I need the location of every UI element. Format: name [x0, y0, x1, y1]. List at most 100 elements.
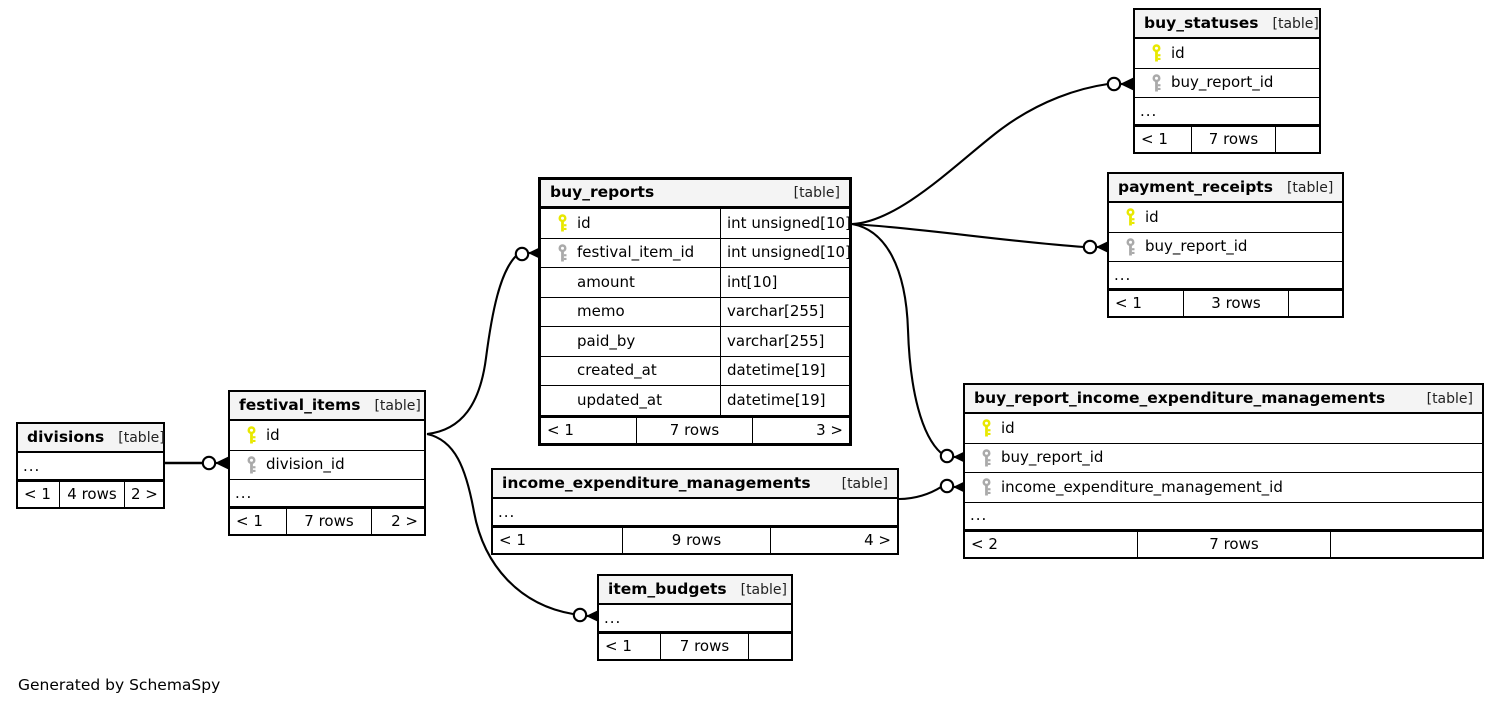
column-row-id[interactable]: id [1135, 39, 1319, 69]
column-type-cell: varchar[255] [727, 331, 825, 350]
footer-prev-link[interactable]: < 1 [230, 509, 287, 534]
table-type-tag: [table] [1426, 390, 1473, 407]
footer-prev-link[interactable]: < 1 [599, 634, 661, 659]
footer-next-link[interactable]: 2 > [391, 512, 418, 530]
more-columns-ellipsis[interactable]: ... [599, 605, 791, 632]
column-name-cell: buy_report_id [1109, 233, 1342, 262]
column-name-cell: memo [541, 297, 721, 326]
table-type-tag: [table] [118, 429, 165, 446]
footer-next-link[interactable]: 3 > [816, 420, 843, 439]
column-name-cell: id [230, 421, 424, 450]
footer-prev-link[interactable]: < 2 [965, 531, 1138, 557]
footer-prev-link[interactable]: < 1 [1135, 127, 1192, 152]
column-name-cell: buy_report_id [1135, 69, 1319, 98]
more-columns-ellipsis[interactable]: ... [1109, 262, 1342, 289]
generated-by-credit: Generated by SchemaSpy [18, 676, 221, 694]
column-name-cell: buy_report_id [965, 444, 1482, 473]
column-row-buy_report_id[interactable]: buy_report_id [965, 444, 1482, 473]
column-row-paid_by[interactable]: paid_by varchar[255] [541, 327, 849, 357]
more-columns-ellipsis[interactable]: ... [965, 503, 1482, 530]
edge-buy-reports-buy-statuses [851, 72, 1144, 226]
footer-prev-link[interactable]: < 1 [1109, 291, 1184, 316]
column-name: id [1001, 418, 1015, 437]
table-header-item_budgets: item_budgets[table] [599, 576, 791, 605]
footer-next-link[interactable] [749, 634, 791, 659]
column-type-cell: int unsigned[10] [727, 243, 851, 262]
footer-row-count: 7 rows [661, 634, 749, 659]
column-name-cell: festival_item_id [541, 238, 721, 267]
column-type-cell: datetime[19] [727, 390, 826, 409]
column-row-income_expenditure_management_id[interactable]: income_expenditure_management_id [965, 473, 1482, 503]
table-type-tag: [table] [1286, 179, 1334, 196]
column-name-cell: id [1109, 203, 1342, 232]
primary-key-icon [1115, 208, 1145, 226]
column-name-cell: updated_at [541, 386, 721, 415]
column-row-division_id[interactable]: division_id [230, 451, 424, 480]
column-type-cell: int[10] [727, 272, 778, 291]
foreign-key-icon [971, 448, 1001, 467]
column-name: amount [577, 272, 635, 291]
more-columns-ellipsis[interactable]: ... [493, 499, 897, 526]
table-title: buy_statuses [1144, 13, 1259, 32]
column-name: buy_report_id [1001, 448, 1104, 467]
column-name-cell: paid_by [541, 327, 721, 356]
table-node-income_expenditure_managements[interactable]: income_expenditure_managements[table]...… [491, 468, 899, 555]
foreign-key-icon [1115, 237, 1145, 256]
table-node-buy_report_income_expenditure_managements[interactable]: buy_report_income_expenditure_management… [963, 383, 1484, 559]
table-header-buy_report_income_expenditure_managements: buy_report_income_expenditure_management… [965, 385, 1482, 414]
footer-next-link[interactable] [1289, 291, 1342, 316]
column-name: income_expenditure_management_id [1001, 477, 1283, 496]
more-columns-ellipsis[interactable]: ... [230, 480, 424, 507]
column-name: id [1171, 43, 1185, 62]
footer-row-count: 4 rows [60, 482, 125, 507]
column-row-amount[interactable]: amount int[10] [541, 268, 849, 298]
column-row-id[interactable]: id [965, 414, 1482, 444]
footer-next-link[interactable] [1331, 532, 1482, 557]
column-name: id [577, 213, 591, 232]
column-name-cell: division_id [230, 451, 424, 480]
more-columns-ellipsis[interactable]: ... [18, 453, 163, 480]
table-header-divisions: divisions [table] [18, 424, 165, 453]
foreign-key-icon [1141, 73, 1171, 92]
column-row-festival_item_id[interactable]: festival_item_id int unsigned[10] [541, 238, 851, 268]
column-name: buy_report_id [1145, 237, 1248, 256]
footer-prev-link[interactable]: < 1 [493, 528, 623, 553]
more-columns-ellipsis[interactable]: ... [1135, 98, 1319, 125]
column-name: created_at [577, 361, 657, 380]
table-title: divisions [27, 427, 105, 446]
footer-next-link[interactable] [1276, 127, 1319, 152]
column-row-updated_at[interactable]: updated_at datetime[19] [541, 386, 849, 416]
footer-next-link[interactable]: 4 > [864, 531, 891, 549]
footer-row-count: 7 rows [637, 417, 753, 443]
column-name-cell: income_expenditure_management_id [965, 473, 1482, 502]
foreign-key-icon [547, 243, 577, 262]
edge-festival-items-buy-reports [426, 241, 552, 436]
table-type-tag: [table] [841, 475, 888, 492]
footer-prev-link[interactable]: < 1 [541, 417, 637, 443]
table-header-festival_items: festival_items[table] [230, 392, 424, 421]
table-node-payment_receipts[interactable]: payment_receipts[table]id buy_report_id..… [1107, 172, 1344, 318]
table-header-payment_receipts: payment_receipts[table] [1109, 174, 1342, 203]
footer-next-link[interactable]: 2 > [131, 485, 158, 503]
column-row-id[interactable]: id [230, 421, 424, 451]
column-row-buy_report_id[interactable]: buy_report_id [1135, 69, 1319, 98]
column-row-id[interactable]: id [1109, 203, 1342, 233]
footer-row-count: 3 rows [1184, 291, 1289, 316]
footer-prev-link[interactable]: < 1 [18, 482, 60, 507]
table-type-tag: [table] [793, 185, 840, 201]
edge-iem-brie-managements [898, 475, 977, 501]
column-row-buy_report_id[interactable]: buy_report_id [1109, 233, 1342, 262]
table-type-tag: [table] [374, 397, 421, 414]
